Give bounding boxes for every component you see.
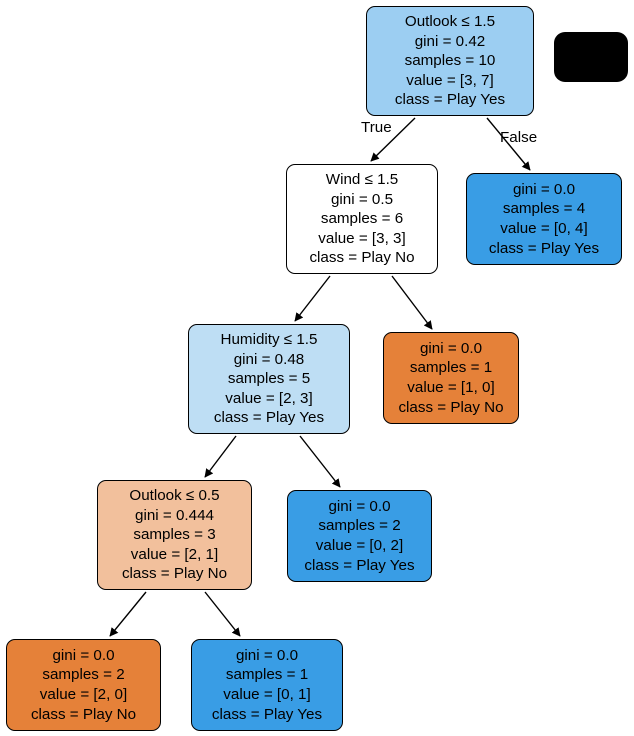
edge-label-true: True	[361, 119, 392, 136]
node-line: class = Play No	[309, 249, 415, 267]
node-line: class = Play Yes	[394, 91, 506, 109]
humidity-node[interactable]: Humidity ≤ 1.5 gini = 0.48 samples = 5 v…	[188, 324, 350, 434]
edge-wind-to-humidity	[294, 275, 331, 322]
node-line: samples = 5	[227, 370, 311, 388]
edge-humidity-to-leaf-yes2	[299, 435, 341, 488]
node-line: samples = 3	[133, 526, 216, 544]
edge-outlook-to-leaf-no2	[109, 591, 147, 637]
false-leaf-play-yes-4[interactable]: gini = 0.0 samples = 4 value = [0, 4] cl…	[466, 173, 622, 265]
leaf-play-yes-2[interactable]: gini = 0.0 samples = 2 value = [0, 2] cl…	[287, 490, 432, 582]
node-line: gini = 0.48	[233, 350, 305, 368]
node-line: Outlook ≤ 1.5	[404, 13, 496, 31]
node-line: Humidity ≤ 1.5	[220, 331, 318, 349]
node-line: Outlook ≤ 0.5	[129, 487, 220, 505]
node-line: gini = 0.42	[414, 32, 486, 50]
node-line: value = [1, 0]	[407, 379, 495, 396]
edge-label-false: False	[500, 129, 538, 146]
node-line: Wind ≤ 1.5	[325, 171, 399, 189]
node-line: value = [0, 4]	[500, 220, 588, 237]
node-line: samples = 10	[404, 52, 496, 70]
node-line: gini = 0.0	[52, 646, 115, 664]
edge-wind-to-leaf-no1	[391, 275, 433, 330]
node-line: value = [2, 0]	[39, 686, 128, 703]
edge-outlook-to-leaf-yes1	[204, 591, 241, 637]
outlook-node[interactable]: Outlook ≤ 0.5 gini = 0.444 samples = 3 v…	[97, 480, 252, 590]
node-line: gini = 0.0	[328, 497, 391, 515]
redacted-node	[554, 32, 628, 82]
node-line: class = Play No	[121, 565, 228, 583]
node-line: gini = 0.0	[235, 646, 299, 664]
node-line: samples = 4	[502, 200, 586, 218]
node-line: value = [0, 1]	[223, 686, 311, 703]
wind-node[interactable]: Wind ≤ 1.5 gini = 0.5 samples = 6 value …	[286, 164, 438, 274]
leaf-play-yes-1[interactable]: gini = 0.0 samples = 1 value = [0, 1] cl…	[191, 639, 343, 731]
root-node[interactable]: Outlook ≤ 1.5 gini = 0.42 samples = 10 v…	[366, 6, 534, 116]
node-line: class = Play No	[30, 705, 137, 723]
node-line: samples = 1	[225, 666, 309, 684]
node-line: value = [3, 3]	[318, 229, 406, 247]
node-line: value = [3, 7]	[406, 71, 494, 89]
leaf-play-no-1[interactable]: gini = 0.0 samples = 1 value = [1, 0] cl…	[383, 332, 519, 424]
node-line: class = Play No	[398, 398, 504, 416]
node-line: class = Play Yes	[213, 409, 325, 427]
node-line: gini = 0.5	[330, 190, 394, 208]
node-line: value = [2, 1]	[130, 545, 219, 563]
edge-humidity-to-outlook	[204, 435, 237, 478]
node-line: samples = 6	[320, 210, 404, 228]
node-line: gini = 0.0	[419, 339, 483, 357]
node-line: class = Play Yes	[488, 239, 600, 257]
node-line: samples = 1	[409, 359, 493, 377]
node-line: class = Play Yes	[211, 705, 323, 723]
leaf-play-no-2[interactable]: gini = 0.0 samples = 2 value = [2, 0] cl…	[6, 639, 161, 731]
node-line: class = Play Yes	[304, 556, 415, 574]
node-line: value = [2, 3]	[225, 389, 313, 407]
node-line: gini = 0.0	[512, 180, 576, 198]
node-line: value = [0, 2]	[315, 537, 404, 554]
node-line: gini = 0.444	[135, 506, 214, 524]
node-line: samples = 2	[42, 666, 125, 684]
node-line: samples = 2	[318, 517, 401, 535]
